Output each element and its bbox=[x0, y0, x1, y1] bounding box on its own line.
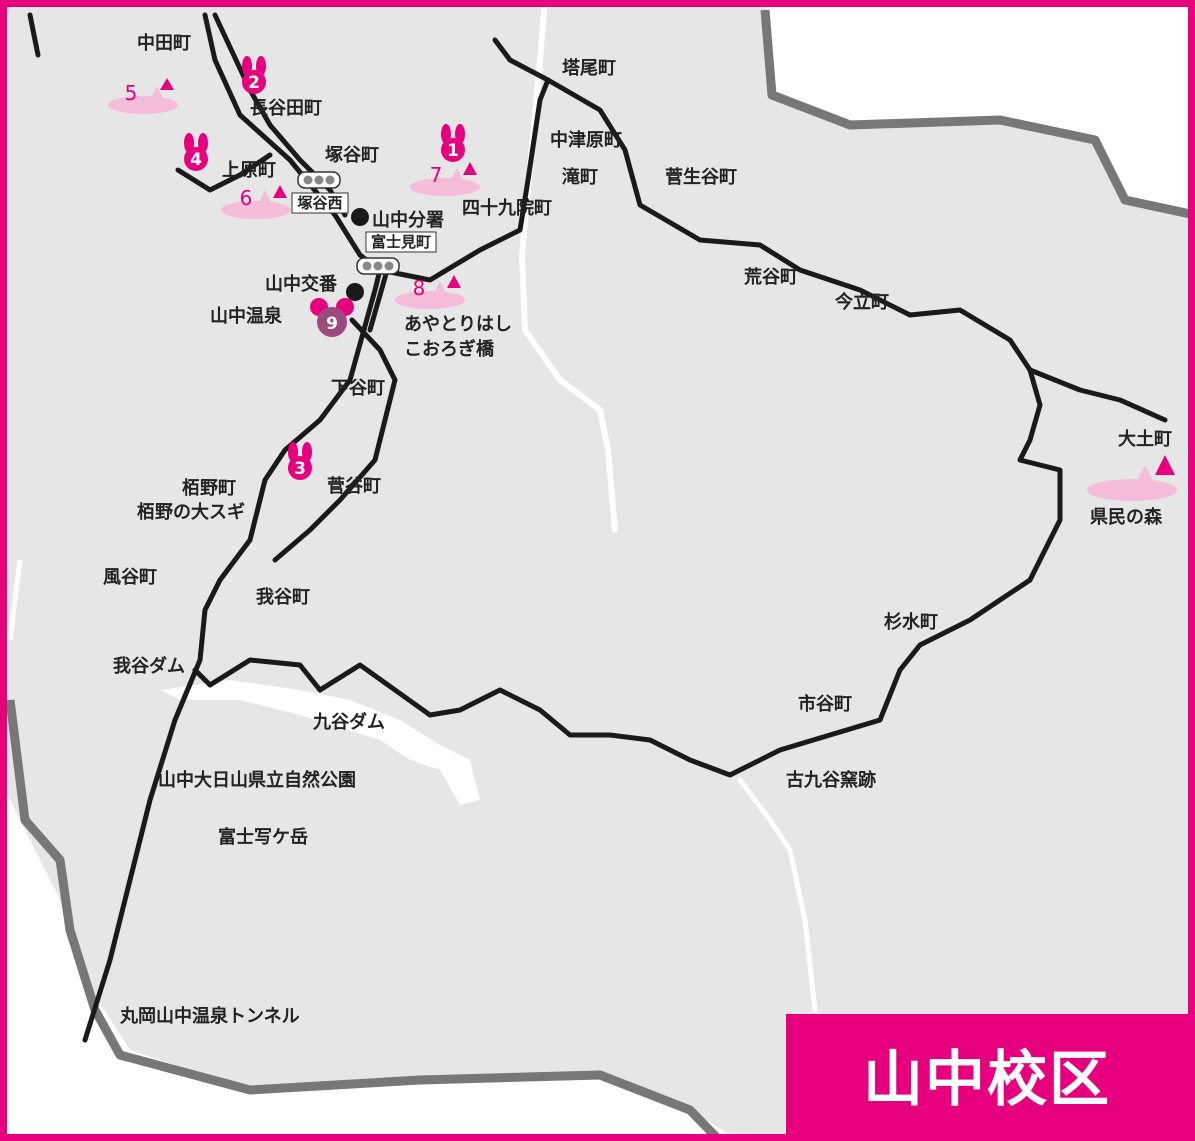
label-kutani-dam: 九谷ダム bbox=[312, 711, 385, 733]
label-sugoya: 菅生谷町 bbox=[665, 166, 737, 188]
river-south bbox=[737, 777, 818, 1013]
label-taki: 滝町 bbox=[562, 166, 598, 188]
road-oodo bbox=[1027, 367, 1168, 423]
label-imadachi: 今立町 bbox=[835, 291, 889, 313]
blossom-7-number: 7 bbox=[430, 163, 443, 187]
river-daishoji bbox=[518, 0, 618, 533]
label-park: 山中大日山県立自然公園 bbox=[158, 769, 356, 791]
label-shijukuin: 四十九院町 bbox=[462, 197, 552, 219]
place-labels: 中田町 長谷田町 上原町 塚谷町 塔尾町 中津原町 滝町 菅生谷町 四十九院町 … bbox=[103, 32, 1172, 1027]
label-haseda: 長谷田町 bbox=[250, 98, 322, 119]
district-border-south bbox=[5, 699, 724, 1141]
blossom-6-number: 6 bbox=[240, 186, 253, 210]
marker-2: 2 bbox=[242, 56, 266, 94]
road-sugatani bbox=[272, 317, 398, 563]
label-tochino: 栢野町 bbox=[182, 477, 236, 499]
label-police-station: 山中分署 bbox=[372, 209, 444, 231]
signal-tsukayanishi-label: 塚谷西 bbox=[297, 194, 342, 212]
label-nakatsuhara: 中津原町 bbox=[550, 129, 622, 151]
label-kenmin: 県民の森 bbox=[1090, 506, 1163, 528]
kutani-dam-lake bbox=[160, 680, 480, 805]
label-tonoo: 塔尾町 bbox=[562, 57, 616, 79]
road-shijukuin bbox=[377, 77, 551, 283]
label-koban: 山中交番 bbox=[265, 273, 338, 295]
label-sugatani: 菅谷町 bbox=[327, 475, 381, 497]
blossom-8: 8 bbox=[395, 275, 465, 309]
label-bridge-ayatori: あやとりはし bbox=[404, 314, 512, 335]
label-fujishagatake: 富士写ケ岳 bbox=[218, 826, 308, 848]
blossom-5: 5 bbox=[108, 78, 178, 114]
signal-fujimi: 富士見町 bbox=[356, 231, 437, 275]
marker-1-number: 1 bbox=[447, 141, 459, 161]
river-west bbox=[7, 559, 23, 641]
station-9-number: 9 bbox=[326, 314, 338, 334]
marker-4-number: 4 bbox=[190, 150, 202, 170]
label-tunnel: 丸岡山中温泉トンネル bbox=[119, 1005, 300, 1027]
label-wagatani-dam: 我谷ダム bbox=[113, 655, 185, 677]
blossom-5-number: 5 bbox=[125, 81, 138, 105]
blossom-7: 7 bbox=[410, 162, 480, 196]
marker-2-number: 2 bbox=[248, 73, 260, 93]
road-uehara bbox=[175, 152, 273, 193]
marker-1: 1 bbox=[441, 124, 465, 162]
label-sugimizu: 杉水町 bbox=[884, 611, 938, 633]
label-tochino-sugi: 栢野の大スギ bbox=[137, 501, 245, 523]
district-border bbox=[760, 9, 1195, 220]
blossom-8-number: 8 bbox=[413, 276, 426, 300]
road-tonoo bbox=[192, 37, 1063, 778]
label-kazatani: 風谷町 bbox=[103, 567, 157, 588]
blossom-6: 6 bbox=[221, 185, 291, 219]
marker-4: 4 bbox=[184, 133, 208, 171]
police-station-dot bbox=[351, 208, 369, 226]
label-nakata: 中田町 bbox=[137, 32, 191, 54]
signal-tsukayanishi: 塚谷西 bbox=[291, 171, 349, 214]
marker-3-number: 3 bbox=[294, 459, 306, 479]
koban-dot bbox=[346, 283, 364, 301]
label-onsen: 山中温泉 bbox=[210, 305, 283, 327]
label-ichiya: 市谷町 bbox=[798, 693, 852, 715]
blossom-kenmin-forest bbox=[1087, 455, 1177, 501]
label-uehara: 上原町 bbox=[222, 160, 276, 181]
district-title: 山中校区 bbox=[863, 1044, 1111, 1115]
district-title-box: 山中校区 bbox=[786, 1014, 1188, 1134]
label-shimotani: 下谷町 bbox=[331, 378, 385, 399]
marker-3: 3 bbox=[288, 442, 312, 480]
signal-fujimi-label: 富士見町 bbox=[371, 233, 431, 251]
label-bridge-korogi: こおろぎ橋 bbox=[404, 338, 495, 360]
label-oodo: 大土町 bbox=[1118, 428, 1172, 450]
label-wagatani: 我谷町 bbox=[256, 587, 310, 608]
road-west-nakata bbox=[27, 12, 41, 58]
label-tsukaya: 塚谷町 bbox=[325, 145, 379, 166]
station-9: 9 bbox=[310, 298, 354, 337]
label-kokutani: 古九谷窯跡 bbox=[786, 769, 876, 791]
label-aratani: 荒谷町 bbox=[743, 266, 798, 288]
